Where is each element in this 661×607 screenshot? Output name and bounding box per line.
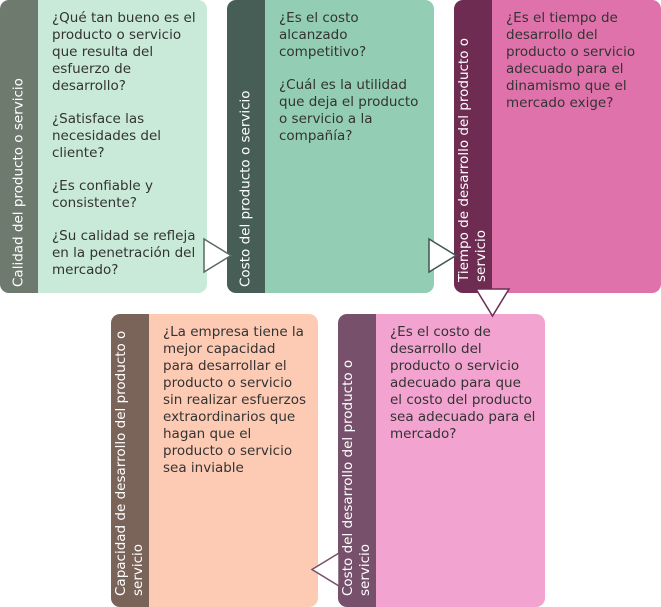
question: ¿Satisface las necesidades del cliente? xyxy=(52,111,162,161)
step-label-time: Tiempo de desarrollo del producto o serv… xyxy=(456,37,489,282)
step-body-time: ¿Es el tiempo de desarrollo del producto… xyxy=(492,0,661,293)
question: ¿Qué tan bueno es el producto o servicio… xyxy=(52,10,196,94)
step-tab-time: Tiempo de desarrollo del producto o serv… xyxy=(454,0,492,293)
question: ¿Su calidad se refleja en la penetración… xyxy=(52,228,196,278)
question: ¿Es confiable y consistente? xyxy=(52,178,153,211)
question: ¿Cuál es la utilidad que deja el product… xyxy=(279,77,419,144)
arrow-right-icon xyxy=(203,237,233,274)
question: ¿Es el tiempo de desarrollo del producto… xyxy=(506,10,636,111)
step-card-time: Tiempo de desarrollo del producto o serv… xyxy=(454,0,661,293)
step-tab-cost: Costo del producto o servicio xyxy=(227,0,265,293)
step-label-cost: Costo del producto o servicio xyxy=(237,89,254,287)
step-card-dev-cost: Costo del desarrollo del producto o serv… xyxy=(338,314,545,607)
step-questions-dev-cost: ¿Es el costo de desarrollo del producto … xyxy=(390,324,537,459)
step-questions-quality: ¿Qué tan bueno es el producto o servicio… xyxy=(52,10,199,293)
step-body-capacity: ¿La empresa tiene la mejor capacidad par… xyxy=(149,314,318,607)
arrow-right-icon xyxy=(428,237,458,274)
step-label-quality: Calidad del producto o servicio xyxy=(10,77,27,287)
step-body-quality: ¿Qué tan bueno es el producto o servicio… xyxy=(38,0,207,293)
step-label-capacity: Capacidad de desarrollo del producto o s… xyxy=(113,330,146,596)
step-questions-time: ¿Es el tiempo de desarrollo del producto… xyxy=(506,10,653,128)
step-questions-capacity: ¿La empresa tiene la mejor capacidad par… xyxy=(163,324,310,493)
step-body-cost: ¿Es el costo alcanzado competitivo? ¿Cuá… xyxy=(265,0,434,293)
step-card-capacity: Capacidad de desarrollo del producto o s… xyxy=(111,314,318,607)
step-card-cost: Costo del producto o servicio ¿Es el cos… xyxy=(227,0,434,293)
step-body-dev-cost: ¿Es el costo de desarrollo del producto … xyxy=(376,314,545,607)
question: ¿Es el costo de desarrollo del producto … xyxy=(390,324,536,442)
arrow-left-icon xyxy=(310,551,340,588)
step-card-quality: Calidad del producto o servicio ¿Qué tan… xyxy=(0,0,207,293)
question: ¿Es el costo alcanzado competitivo? xyxy=(279,10,367,60)
step-tab-capacity: Capacidad de desarrollo del producto o s… xyxy=(111,314,149,607)
arrow-down-icon xyxy=(474,288,511,318)
step-tab-quality: Calidad del producto o servicio xyxy=(0,0,38,293)
step-tab-dev-cost: Costo del desarrollo del producto o serv… xyxy=(338,314,376,607)
question: ¿La empresa tiene la mejor capacidad par… xyxy=(163,324,307,476)
step-questions-cost: ¿Es el costo alcanzado competitivo? ¿Cuá… xyxy=(279,10,426,161)
step-label-dev-cost: Costo del desarrollo del producto o serv… xyxy=(340,359,373,596)
